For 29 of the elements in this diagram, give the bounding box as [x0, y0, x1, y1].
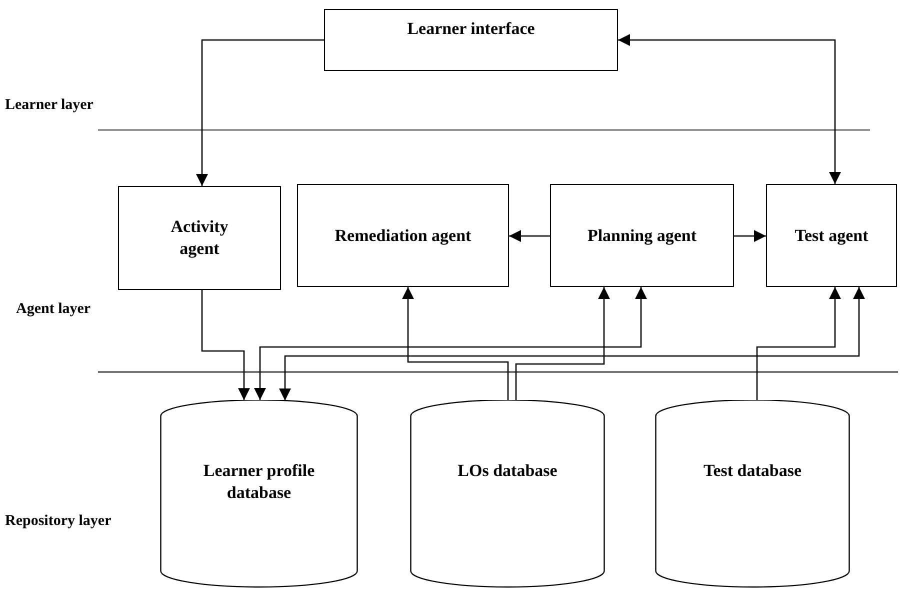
arrow	[509, 230, 550, 242]
node-label: Test agent	[794, 224, 870, 246]
arrow	[279, 287, 865, 401]
arrow	[254, 287, 647, 400]
arrow	[756, 287, 841, 400]
agent-box	[297, 184, 509, 287]
node-label: Planning agent	[586, 224, 698, 246]
arrow	[201, 290, 250, 400]
database-cylinder	[655, 400, 850, 588]
arrow	[618, 34, 841, 184]
arrow	[734, 230, 766, 242]
node-label: Learner profile database	[202, 460, 316, 504]
arrow	[402, 287, 509, 400]
layer-label: Agent layer	[16, 300, 91, 319]
agent-box	[550, 184, 734, 287]
database-cylinder	[410, 400, 605, 588]
arrow	[196, 39, 324, 186]
agent-box	[766, 184, 897, 287]
node-label: LOs database	[458, 460, 558, 482]
node-label: Learner interface	[406, 18, 536, 40]
database-cylinder	[160, 400, 358, 588]
agent-box	[324, 9, 618, 71]
layer-label: Learner layer	[5, 96, 94, 115]
arrow	[515, 287, 610, 400]
node-label: Activity agent	[170, 216, 230, 260]
node-label: Test database	[703, 460, 802, 482]
layer-label: Repository layer	[5, 512, 112, 531]
node-label: Remediation agent	[334, 224, 472, 246]
agent-box	[118, 186, 281, 290]
